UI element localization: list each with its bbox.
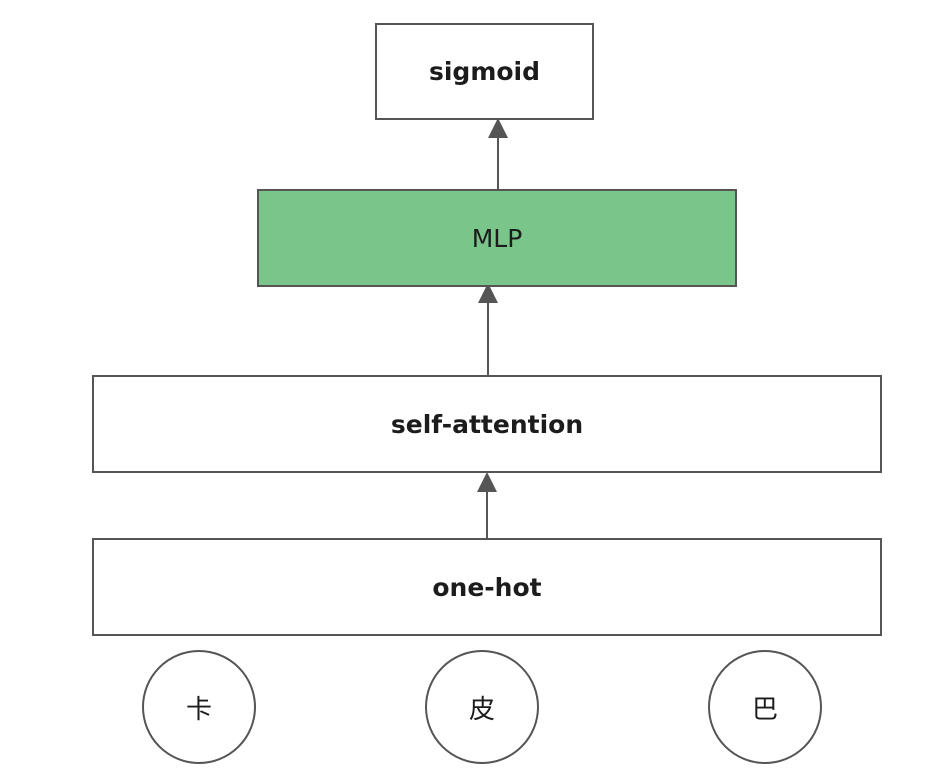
mlp-box: MLP (257, 189, 737, 287)
self-attention-label: self-attention (390, 409, 584, 439)
token-label-3: 巴 (751, 694, 778, 725)
one-hot-label: one-hot (432, 572, 542, 602)
token-circle-1: 卡 (142, 650, 256, 764)
one-hot-box: one-hot (92, 538, 882, 636)
token-circle-2: 皮 (425, 650, 539, 764)
token-label-1: 卡 (185, 694, 212, 725)
token-label-2: 皮 (468, 694, 495, 725)
sigmoid-label: sigmoid (428, 57, 541, 86)
sigmoid-box: sigmoid (375, 23, 594, 120)
self-attention-box: self-attention (92, 375, 882, 473)
mlp-label: MLP (471, 223, 523, 253)
token-circle-3: 巴 (708, 650, 822, 764)
